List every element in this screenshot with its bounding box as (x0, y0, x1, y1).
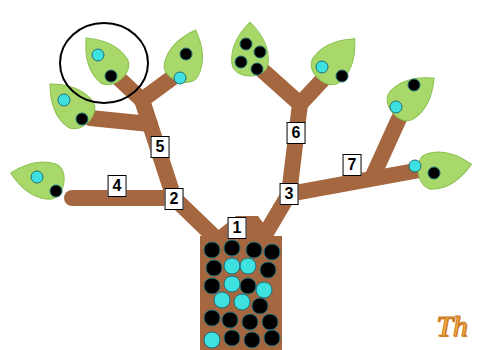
callout-number: 6 (287, 122, 306, 144)
trunk-seeds (204, 240, 280, 348)
trunk (200, 236, 282, 350)
callout-number: 1 (228, 217, 247, 239)
callout-number: 2 (165, 188, 184, 210)
callout-number: 3 (280, 183, 299, 205)
watermark: Th (436, 309, 468, 343)
callout-number: 5 (151, 136, 170, 158)
branches (72, 70, 420, 250)
callout-number: 4 (108, 175, 127, 197)
leaves (7, 22, 475, 202)
highlight-ring (60, 23, 148, 103)
seeds (31, 38, 440, 197)
callout-number: 7 (343, 154, 362, 176)
